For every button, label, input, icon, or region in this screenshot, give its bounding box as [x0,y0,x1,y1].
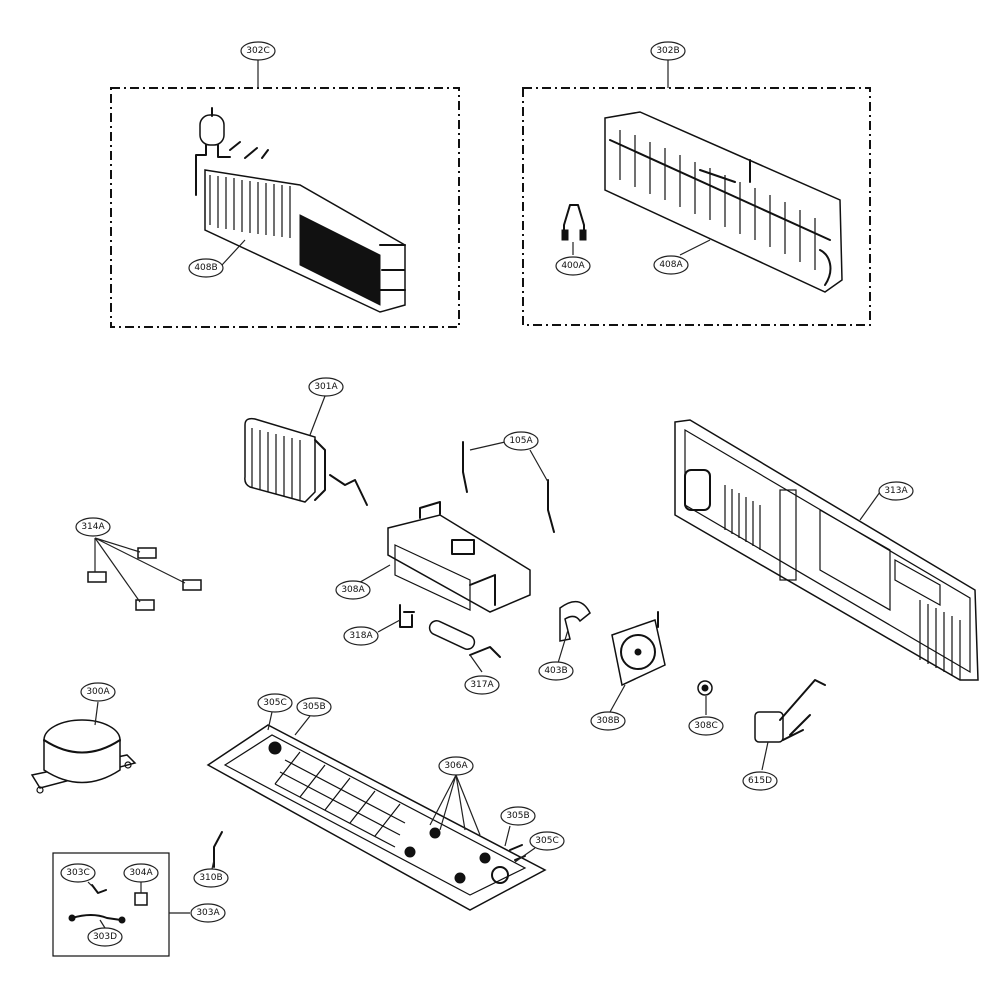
label-304a-text: 304A [129,868,153,878]
back-panel-313a [674,419,979,681]
label-302b: 302B [650,41,686,61]
label-306a: 306A [438,756,474,776]
group-box-302c [110,87,460,328]
label-308c-text: 308C [694,721,717,731]
label-314a-text: 314A [81,522,105,532]
label-300a-text: 300A [86,687,110,697]
label-302b-text: 302B [656,46,679,56]
label-308b: 308B [590,711,626,731]
label-408b: 408B [188,258,224,278]
label-318a: 318A [343,626,379,646]
label-303c-text: 303C [66,868,89,878]
label-615d: 615D [742,771,778,791]
label-302c: 302C [240,41,276,61]
damper-615d [754,679,826,743]
heater-317a [428,620,501,658]
label-403b: 403B [538,661,574,681]
label-400a-text: 400A [561,261,585,271]
label-303a-text: 303A [196,908,220,918]
control-box-308a [387,501,531,613]
label-300a: 300A [80,682,116,702]
condenser-408b [195,107,406,313]
label-310b-text: 310B [199,873,222,883]
label-302c-text: 302C [246,46,269,56]
clip-400a [561,204,587,241]
label-305c-bottom-text: 305C [535,836,558,846]
label-317a-text: 317A [470,680,494,690]
label-305b-bottom: 305B [500,806,536,826]
label-105a-text: 105A [509,436,533,446]
clips-314a [87,547,202,611]
label-105a: 105A [503,431,539,451]
label-313a-text: 313A [884,486,908,496]
label-303d-text: 303D [93,932,117,942]
label-308a-text: 308A [341,585,365,595]
label-615d-text: 615D [748,776,772,786]
label-408a-text: 408A [659,260,683,270]
group-box-302b [522,87,871,326]
label-303d: 303D [87,927,123,947]
label-305b-top-text: 305B [302,702,325,712]
label-306a-text: 306A [444,761,468,771]
label-314a: 314A [75,517,111,537]
label-308a: 308A [335,580,371,600]
label-301a-text: 301A [314,382,338,392]
condenser-301a [244,417,368,506]
base-plate [206,724,547,911]
fan-403b [559,600,591,642]
label-304a: 304A [123,863,159,883]
label-305c-bottom: 305C [529,831,565,851]
label-303a: 303A [190,903,226,923]
sensor-308c [697,680,713,696]
label-400a: 400A [555,256,591,276]
label-301a: 301A [308,377,344,397]
label-305b-bottom-text: 305B [506,811,529,821]
label-313a: 313A [878,481,914,501]
label-408a: 408A [653,255,689,275]
label-308b-text: 308B [596,716,619,726]
evaporator-408a [604,111,843,293]
bracket-318a [399,604,415,628]
label-318a-text: 318A [349,631,373,641]
tube-310b [213,831,223,868]
label-317a: 317A [464,675,500,695]
kit-parts-303a [68,884,148,924]
compressor-300a [30,719,137,794]
label-305c-top-text: 305C [263,698,286,708]
label-308c: 308C [688,716,724,736]
label-310b: 310B [193,868,229,888]
label-403b-text: 403B [544,666,567,676]
tube-105a [462,441,555,533]
kit-box-303a [52,852,170,957]
label-305b-top: 305B [296,697,332,717]
label-305c-top: 305C [257,693,293,713]
label-408b-text: 408B [194,263,217,273]
fan-housing-308b [611,611,666,687]
label-303c: 303C [60,863,96,883]
